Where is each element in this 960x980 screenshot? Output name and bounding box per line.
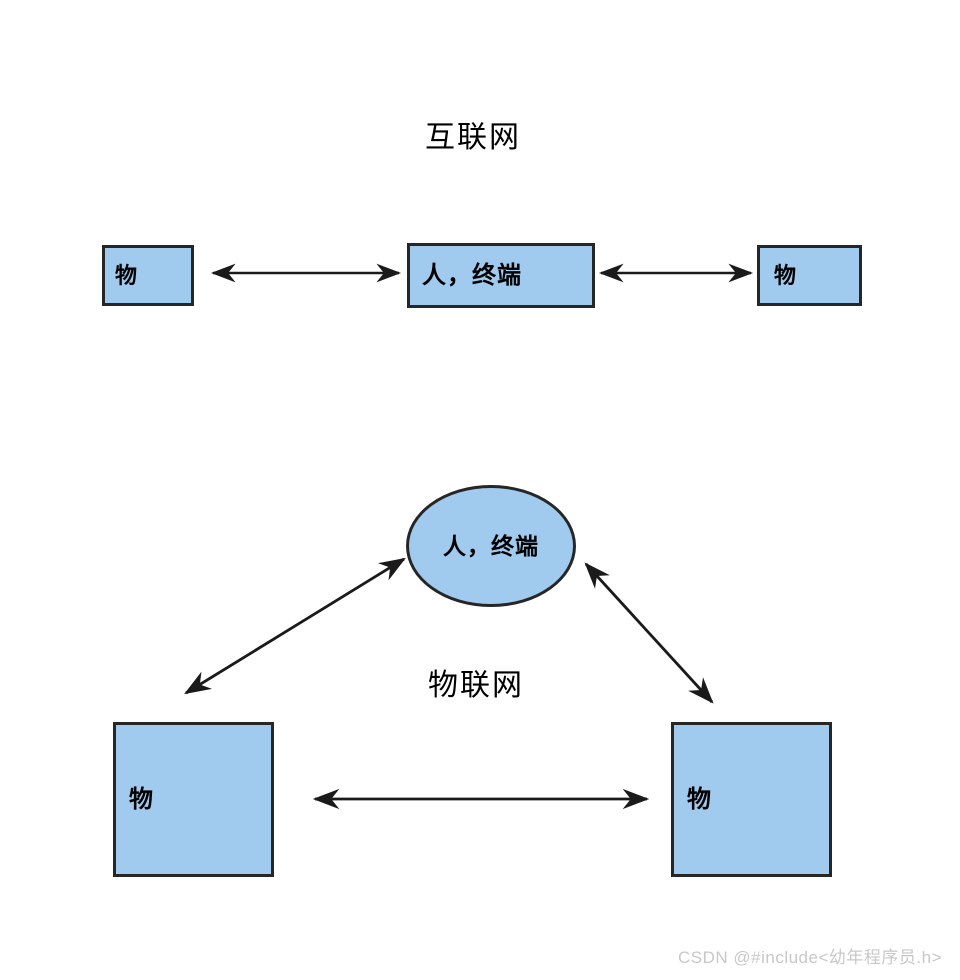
arrow-thing-br-to-people [584, 562, 714, 704]
node-thing-bottom-left[interactable]: 物 [113, 722, 274, 877]
internet-section-title: 互联网 [425, 121, 521, 154]
node-people-terminal-ellipse[interactable]: 人，终端 [406, 485, 576, 607]
node-thing-left[interactable]: 物 [102, 245, 194, 306]
iot-section-title: 物联网 [428, 669, 524, 702]
csdn-watermark: CSDN @#include<幼年程序员.h> [677, 948, 942, 967]
node-people-terminal-ellipse-label: 人，终端 [443, 532, 539, 559]
node-thing-bottom-left-label: 物 [129, 785, 153, 813]
node-thing-right[interactable]: 物 [757, 245, 862, 306]
node-people-terminal-top[interactable]: 人，终端 [407, 243, 595, 308]
node-thing-bottom-right-label: 物 [687, 785, 711, 813]
node-thing-left-label: 物 [115, 262, 138, 288]
node-thing-bottom-right[interactable]: 物 [671, 722, 832, 877]
arrow-thing-bl-to-people [184, 557, 406, 695]
node-people-terminal-top-label: 人，终端 [422, 261, 522, 289]
node-thing-right-label: 物 [774, 262, 797, 288]
